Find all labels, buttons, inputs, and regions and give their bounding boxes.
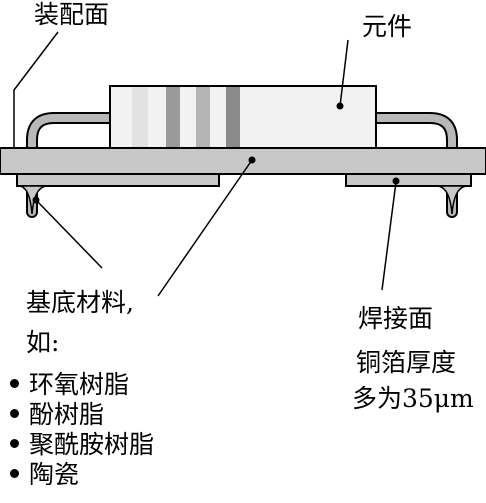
leader-dots (32, 102, 400, 204)
material-item: 聚酰胺树脂 (10, 428, 154, 459)
component-leads (26, 112, 458, 218)
material-item: 环氧树脂 (10, 368, 154, 399)
bullet-icon (10, 408, 19, 418)
bullet-icon (10, 378, 19, 388)
label-foil-line2: 多为35μm (352, 384, 474, 413)
color-band-4 (226, 87, 240, 147)
leader-lines (13, 31, 397, 297)
component-body (109, 85, 377, 149)
label-component: 元件 (362, 12, 413, 41)
solder-fillet-right (437, 185, 467, 215)
label-mounting-surface: 装配面 (34, 0, 110, 29)
substrate-board (0, 147, 486, 175)
material-item: 酚树脂 (10, 398, 154, 429)
color-band-3 (196, 87, 210, 147)
copper-pad-right (345, 173, 472, 187)
label-foil-line1: 铜箔厚度 (356, 348, 457, 377)
color-band-1 (132, 87, 148, 147)
label-substrate-line1: 基底材料, (26, 288, 134, 317)
material-list: 环氧树脂 酚树脂 聚酰胺树脂 陶瓷 (10, 368, 154, 489)
copper-pad-left (16, 173, 220, 187)
label-substrate-line2: 如: (26, 328, 60, 357)
color-band-2 (166, 87, 180, 147)
label-solder-surface: 焊接面 (358, 304, 434, 333)
bullet-icon (10, 438, 19, 448)
bullet-icon (10, 468, 19, 478)
material-item: 陶瓷 (10, 458, 154, 489)
